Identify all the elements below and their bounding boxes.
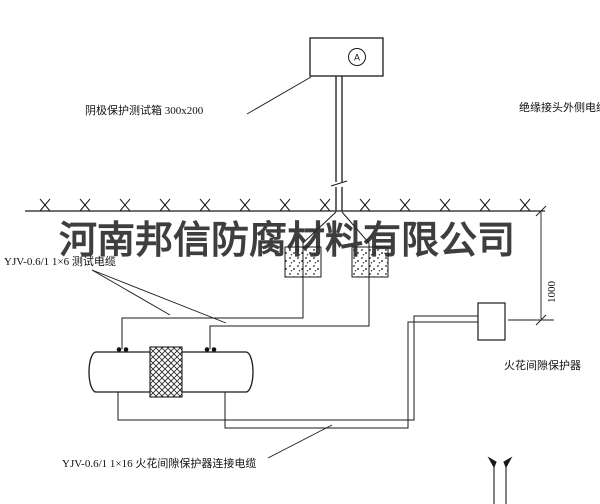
bottom-cable-label: YJV-0.6/1 1×16 火花间隙保护器连接电缆 (62, 458, 257, 470)
test-box-label: 阴极保护测试箱 300x200 (85, 105, 204, 117)
spark-gap-cable-right (224, 321, 478, 429)
weld-dots (116, 347, 217, 352)
test-box-leader (246, 76, 312, 115)
spark-gap-cable-left (117, 315, 478, 421)
meter-label: A (354, 53, 360, 63)
test-cable-right (209, 211, 370, 349)
spark-gap-label: 火花间隙保护器 (504, 360, 581, 372)
dimension-value: 1000 (546, 281, 558, 303)
insulating-joint (149, 346, 183, 398)
outside-cable-label: 绝缘接头外侧电缆 (519, 102, 600, 114)
leader-lines (91, 269, 333, 459)
test-box: A (309, 37, 384, 77)
pipe-riser-symbol (487, 456, 513, 504)
conduit-riser (330, 76, 348, 211)
watermark: 河南邦信防腐材料有限公司 (59, 220, 516, 262)
spark-gap-protector (477, 302, 506, 341)
dimension-line (508, 205, 554, 326)
concrete-block-right (351, 246, 389, 278)
meter-circle (348, 48, 366, 66)
test-cable-left (121, 211, 337, 349)
test-cable-label: YJV-0.6/1 1×6 测试电缆 (4, 256, 116, 268)
